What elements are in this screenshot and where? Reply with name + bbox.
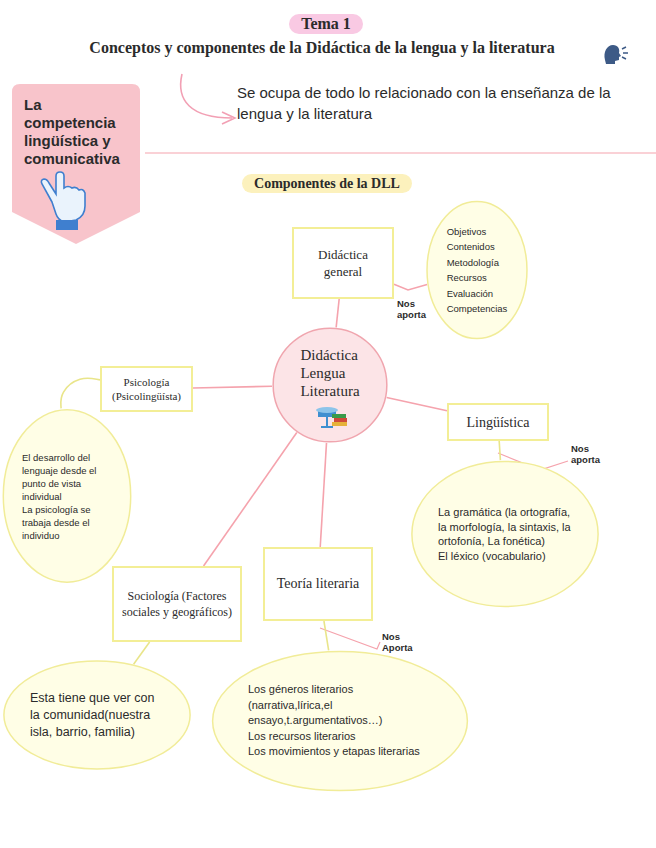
node-body: Psicología (Psicolingüísta) <box>102 368 191 410</box>
node-text-group: Esta tiene que ver con la comunidad(nues… <box>30 690 164 741</box>
ellipse-shape <box>4 661 190 769</box>
connector-line <box>61 378 100 408</box>
node-text-group: Los géneros literarios (narrativa,lírica… <box>248 682 432 760</box>
content-ellipse: La gramática (la ortografía, la morfolog… <box>410 460 600 608</box>
node-text: Objetivos Contenidos Metodología Recurso… <box>447 224 508 317</box>
node-body: Objetivos Contenidos Metodología Recurso… <box>426 200 528 340</box>
page-title: Conceptos y componentes de la Didáctica … <box>89 38 554 58</box>
connector-line <box>204 433 297 566</box>
node-text: Los movimientos y etapas literarias <box>248 744 432 760</box>
ellipse-shape <box>412 461 598 606</box>
node-text-group: Teoría literaria <box>273 575 363 593</box>
topic-number: Tema 1 <box>289 14 363 34</box>
curved-arrow <box>181 74 232 118</box>
node-body: Sociología (Factores sociales y geográfi… <box>114 568 240 640</box>
node-text: La psicología se trabaja desde el indivi… <box>22 503 112 542</box>
title-banner: La competencia lingüística y comunicativ… <box>12 84 140 244</box>
node-body: Esta tiene que ver con la comunidad(nues… <box>2 660 192 770</box>
connector-line <box>324 621 329 650</box>
component-box: Didáctica general <box>292 227 394 299</box>
node-text: Teoría literaria <box>273 575 363 593</box>
node-text-group: La gramática (la ortografía, la morfolog… <box>438 505 572 563</box>
banner-shape <box>12 84 140 244</box>
center-circle: Didáctica Lengua Literatura <box>272 327 388 443</box>
node-text-group: El desarrollo del lenguaje desde el punt… <box>22 451 112 542</box>
connector-line <box>320 443 326 547</box>
node-outline <box>2 408 132 584</box>
component-box: Lingüística <box>447 403 549 441</box>
pink-leader <box>320 628 380 649</box>
node-body: Lingüística <box>449 405 547 439</box>
node-body: La competencia lingüística y comunicativ… <box>12 84 140 244</box>
node-text: Didáctica general <box>302 246 384 280</box>
node-text: Lingüística <box>455 414 541 431</box>
node-text-group: Didáctica Lengua Literatura <box>300 346 359 400</box>
node-text: Los géneros literarios (narrativa,lírica… <box>248 682 432 729</box>
arrow-head <box>222 112 235 124</box>
component-box: Psicología (Psicolingüísta) <box>100 366 193 412</box>
node-text-group: Psicología (Psicolingüísta) <box>107 375 186 403</box>
component-box: Teoría literaria <box>263 547 373 621</box>
node-text-group: Lingüística <box>455 414 541 431</box>
circle-shape <box>273 328 387 442</box>
edge-label: Nos aporta <box>397 299 426 320</box>
node-text: Psicología (Psicolingüísta) <box>107 375 186 403</box>
connector-line <box>394 284 427 290</box>
ellipse-shape <box>3 410 130 582</box>
component-box: Sociología (Factores sociales y geográfi… <box>112 566 242 642</box>
node-body: El desarrollo del lenguaje desde el punt… <box>2 408 132 584</box>
connector-line <box>387 397 447 410</box>
hand-icon <box>41 172 85 230</box>
section-heading: Componentes de la DLL <box>242 174 412 193</box>
content-ellipse: Los géneros literarios (narrativa,lírica… <box>210 650 470 792</box>
node-outline <box>426 200 528 340</box>
node-body: Didáctica general <box>294 229 392 297</box>
connector-line <box>499 441 500 460</box>
node-text: La gramática (la ortografía, la morfolog… <box>438 505 572 549</box>
node-text-group: Objetivos Contenidos Metodología Recurso… <box>447 224 508 317</box>
node-text: Los recursos literarios <box>248 729 432 745</box>
node-text: Sociología (Factores sociales y geográfi… <box>122 588 232 620</box>
node-text: El léxico (vocabulario) <box>438 549 572 564</box>
node-body: La gramática (la ortografía, la morfolog… <box>410 460 600 608</box>
speech-icon <box>604 45 628 64</box>
node-text-group: Sociología (Factores sociales y geográfi… <box>122 588 232 620</box>
definition-text: Se ocupa de todo lo relacionado con la e… <box>237 82 642 124</box>
contribution-note: Nos Aporta <box>382 632 413 653</box>
content-ellipse: Objetivos Contenidos Metodología Recurso… <box>426 200 528 340</box>
connector-line <box>193 386 272 388</box>
node-outline <box>410 460 600 608</box>
connector-line <box>134 642 150 664</box>
content-ellipse: El desarrollo del lenguaje desde el punt… <box>2 408 132 584</box>
node-text: Didáctica Lengua Literatura <box>300 346 359 400</box>
contribution-note: Nos aporta <box>571 444 600 465</box>
node-text: Esta tiene que ver con la comunidad(nues… <box>30 690 164 741</box>
node-body: Teoría literaria <box>265 549 371 619</box>
content-ellipse: Esta tiene que ver con la comunidad(nues… <box>2 660 192 770</box>
node-text: El desarrollo del lenguaje desde el punt… <box>22 451 112 503</box>
connector-line <box>336 299 339 327</box>
books-icon <box>316 407 347 427</box>
ellipse-shape <box>213 651 468 790</box>
ellipse-shape <box>427 201 527 338</box>
node-text: La competencia lingüística y comunicativ… <box>24 96 128 168</box>
node-text-group: Didáctica general <box>302 246 384 280</box>
node-text-group: La competencia lingüística y comunicativ… <box>24 96 128 168</box>
node-body: Los géneros literarios (narrativa,lírica… <box>210 650 470 792</box>
divider-line <box>145 152 656 153</box>
node-body: Didáctica Lengua Literatura <box>272 327 388 443</box>
